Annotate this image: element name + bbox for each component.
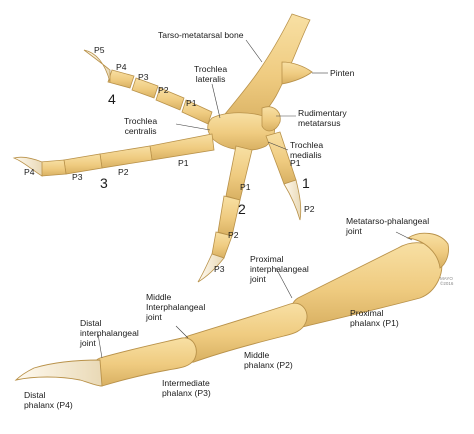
- toe4-p1: [181, 99, 213, 125]
- middle-phalanx-shape: [180, 302, 308, 363]
- toe2-claw: [197, 253, 225, 283]
- label-proximal-phalanx: Proximal phalanx (P1): [350, 308, 399, 328]
- label-middle-phalanx: Middle phalanx (P2): [244, 350, 293, 370]
- label-trochlea-centralis: Trochlea centralis: [124, 116, 158, 136]
- toe4-p5-label: P5: [94, 45, 105, 55]
- toe3-p3-label: P3: [72, 172, 83, 182]
- toe3-p4-label: P4: [24, 167, 35, 177]
- toe3-p2-label: P2: [118, 167, 129, 177]
- toe4-p1-label: P1: [186, 98, 197, 108]
- toe1-number: 1: [302, 175, 310, 191]
- toe1-claw: [283, 179, 302, 221]
- leader-distal-ip: [97, 333, 103, 359]
- leader-proximal-ip: [275, 267, 293, 299]
- leader-tarso: [245, 39, 263, 63]
- toe2-number: 2: [238, 201, 246, 217]
- label-trochlea-medialis: Trochlea medialis: [290, 140, 324, 160]
- toe1-p2-label: P2: [304, 204, 315, 214]
- leader-trochlea-lateralis: [211, 83, 221, 119]
- toe2-p3-label: P3: [214, 264, 225, 274]
- leader-lines: [97, 39, 413, 359]
- distal-phalanx-shape: [14, 359, 103, 387]
- toe4-p2: [155, 87, 185, 111]
- toe3-p1: [149, 133, 215, 161]
- trochlea-block: [207, 112, 275, 151]
- toe4-p4-label: P4: [116, 62, 127, 72]
- mayo-watermark: MAYO ©2016: [440, 276, 454, 286]
- upper-foot: [12, 13, 313, 283]
- toe4-p2-label: P2: [158, 85, 169, 95]
- toe4-p4: [107, 69, 135, 89]
- toe4-p3-label: P3: [138, 72, 149, 82]
- toe3-p4: [39, 159, 67, 177]
- toe3-p1-label: P1: [178, 158, 189, 168]
- label-trochlea-lateralis: Trochlea lateralis: [194, 64, 228, 84]
- toe1-p1-label: P1: [290, 158, 301, 168]
- label-tarso-metatarsal-bone: Tarso-metatarsal bone: [158, 30, 244, 40]
- label-distal-phalanx: Distal phalanx (P4): [24, 390, 73, 410]
- label-intermediate-phalanx: Intermediate phalanx (P3): [162, 378, 211, 398]
- label-pinten: Pinten: [330, 68, 355, 78]
- leader-trochlea-centralis: [175, 123, 211, 131]
- pinten-spur: [281, 61, 313, 85]
- toe3-p2: [99, 145, 153, 169]
- leader-middle-ip: [175, 325, 189, 339]
- leader-metatarso-joint: [395, 231, 413, 241]
- toe4-claw: [83, 49, 111, 83]
- leader-trochlea-medialis: [267, 141, 289, 151]
- toe4-number: 4: [108, 91, 116, 107]
- label-metatarso-phalangeal-joint: Metatarso-phalangeal joint: [346, 216, 430, 236]
- toe3-claw: [12, 156, 43, 177]
- toe3-number: 3: [100, 175, 108, 191]
- toe2-p2-label: P2: [228, 230, 239, 240]
- label-proximal-interphalangeal-joint: Proximal interphalangeal joint: [250, 254, 309, 284]
- toe3-p3: [63, 153, 103, 175]
- metatarsal-stub: [406, 232, 449, 269]
- label-rudimentary-metatarsus: Rudimentary metatarsus: [298, 108, 347, 128]
- enlarged-toe: [14, 232, 449, 387]
- toe2-p1-label: P1: [240, 182, 251, 192]
- toe4-p3: [131, 77, 159, 99]
- label-distal-interphalangeal-joint: Distal interphalangeal joint: [80, 318, 139, 348]
- label-middle-interphalangeal-joint: Middle Interphalangeal joint: [146, 292, 206, 322]
- rudimentary-metatarsus: [261, 106, 281, 132]
